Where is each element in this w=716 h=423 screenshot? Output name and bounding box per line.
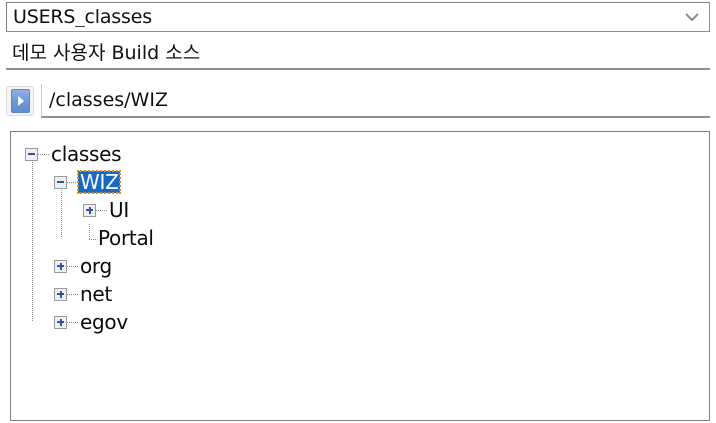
tree-expand-icon[interactable]: [54, 287, 67, 301]
tree-node: net: [54, 280, 709, 308]
tree-connector-line: [67, 182, 78, 183]
tree-node-label[interactable]: Portal: [98, 226, 154, 250]
tree-expand-icon[interactable]: [54, 315, 67, 329]
tree-node-label[interactable]: UI: [109, 198, 129, 222]
tree-node-row[interactable]: WIZ: [54, 168, 709, 196]
tree-collapse-icon[interactable]: [25, 147, 38, 161]
tree-node-label[interactable]: egov: [80, 310, 128, 334]
tree-children: WIZ UI Portal org net egov: [32, 154, 709, 336]
project-combo-value: USERS_classes: [13, 7, 152, 27]
tree-connector-line: [38, 154, 49, 155]
tree-node: org: [54, 252, 709, 280]
tree-elbow-connector: [83, 223, 97, 245]
tree-node-row[interactable]: classes: [25, 140, 709, 168]
tree-node: UI: [83, 196, 709, 224]
chevron-down-icon[interactable]: [675, 3, 709, 31]
project-combo-box[interactable]: USERS_classes: [6, 2, 710, 32]
tree-node-label[interactable]: net: [80, 282, 112, 306]
path-row: /classes/WIZ: [6, 82, 710, 120]
tree-collapse-icon[interactable]: [54, 175, 67, 189]
tree-children: UI Portal: [61, 182, 709, 252]
tree-node-row[interactable]: egov: [54, 308, 709, 336]
tree-node-row[interactable]: org: [54, 252, 709, 280]
tree-node-label[interactable]: classes: [51, 142, 122, 166]
tree-node: egov: [54, 308, 709, 336]
tree-expand-icon[interactable]: [83, 203, 96, 217]
tree-node-row[interactable]: net: [54, 280, 709, 308]
tree-node-label[interactable]: org: [80, 254, 112, 278]
tree-node-label[interactable]: WIZ: [76, 170, 122, 194]
description-field[interactable]: 데모 사용자 Build 소스: [6, 38, 710, 70]
tree-node: WIZ UI Portal: [54, 168, 709, 252]
play-triangle-icon: [10, 89, 30, 113]
tree-connector-line: [67, 322, 78, 323]
tree-connector-line: [67, 294, 78, 295]
tree-connector-line: [96, 210, 107, 211]
path-input[interactable]: /classes/WIZ: [41, 84, 710, 118]
tree-connector-line: [67, 266, 78, 267]
tree-node-row[interactable]: Portal: [83, 223, 709, 252]
description-value: 데모 사용자 Build 소스: [12, 42, 201, 64]
tree-node: Portal: [83, 223, 709, 252]
play-triangle-icon-button[interactable]: [6, 86, 34, 116]
path-value: /classes/WIZ: [49, 89, 168, 111]
tree-node-row[interactable]: UI: [83, 196, 709, 224]
tree-expand-icon[interactable]: [54, 259, 67, 273]
